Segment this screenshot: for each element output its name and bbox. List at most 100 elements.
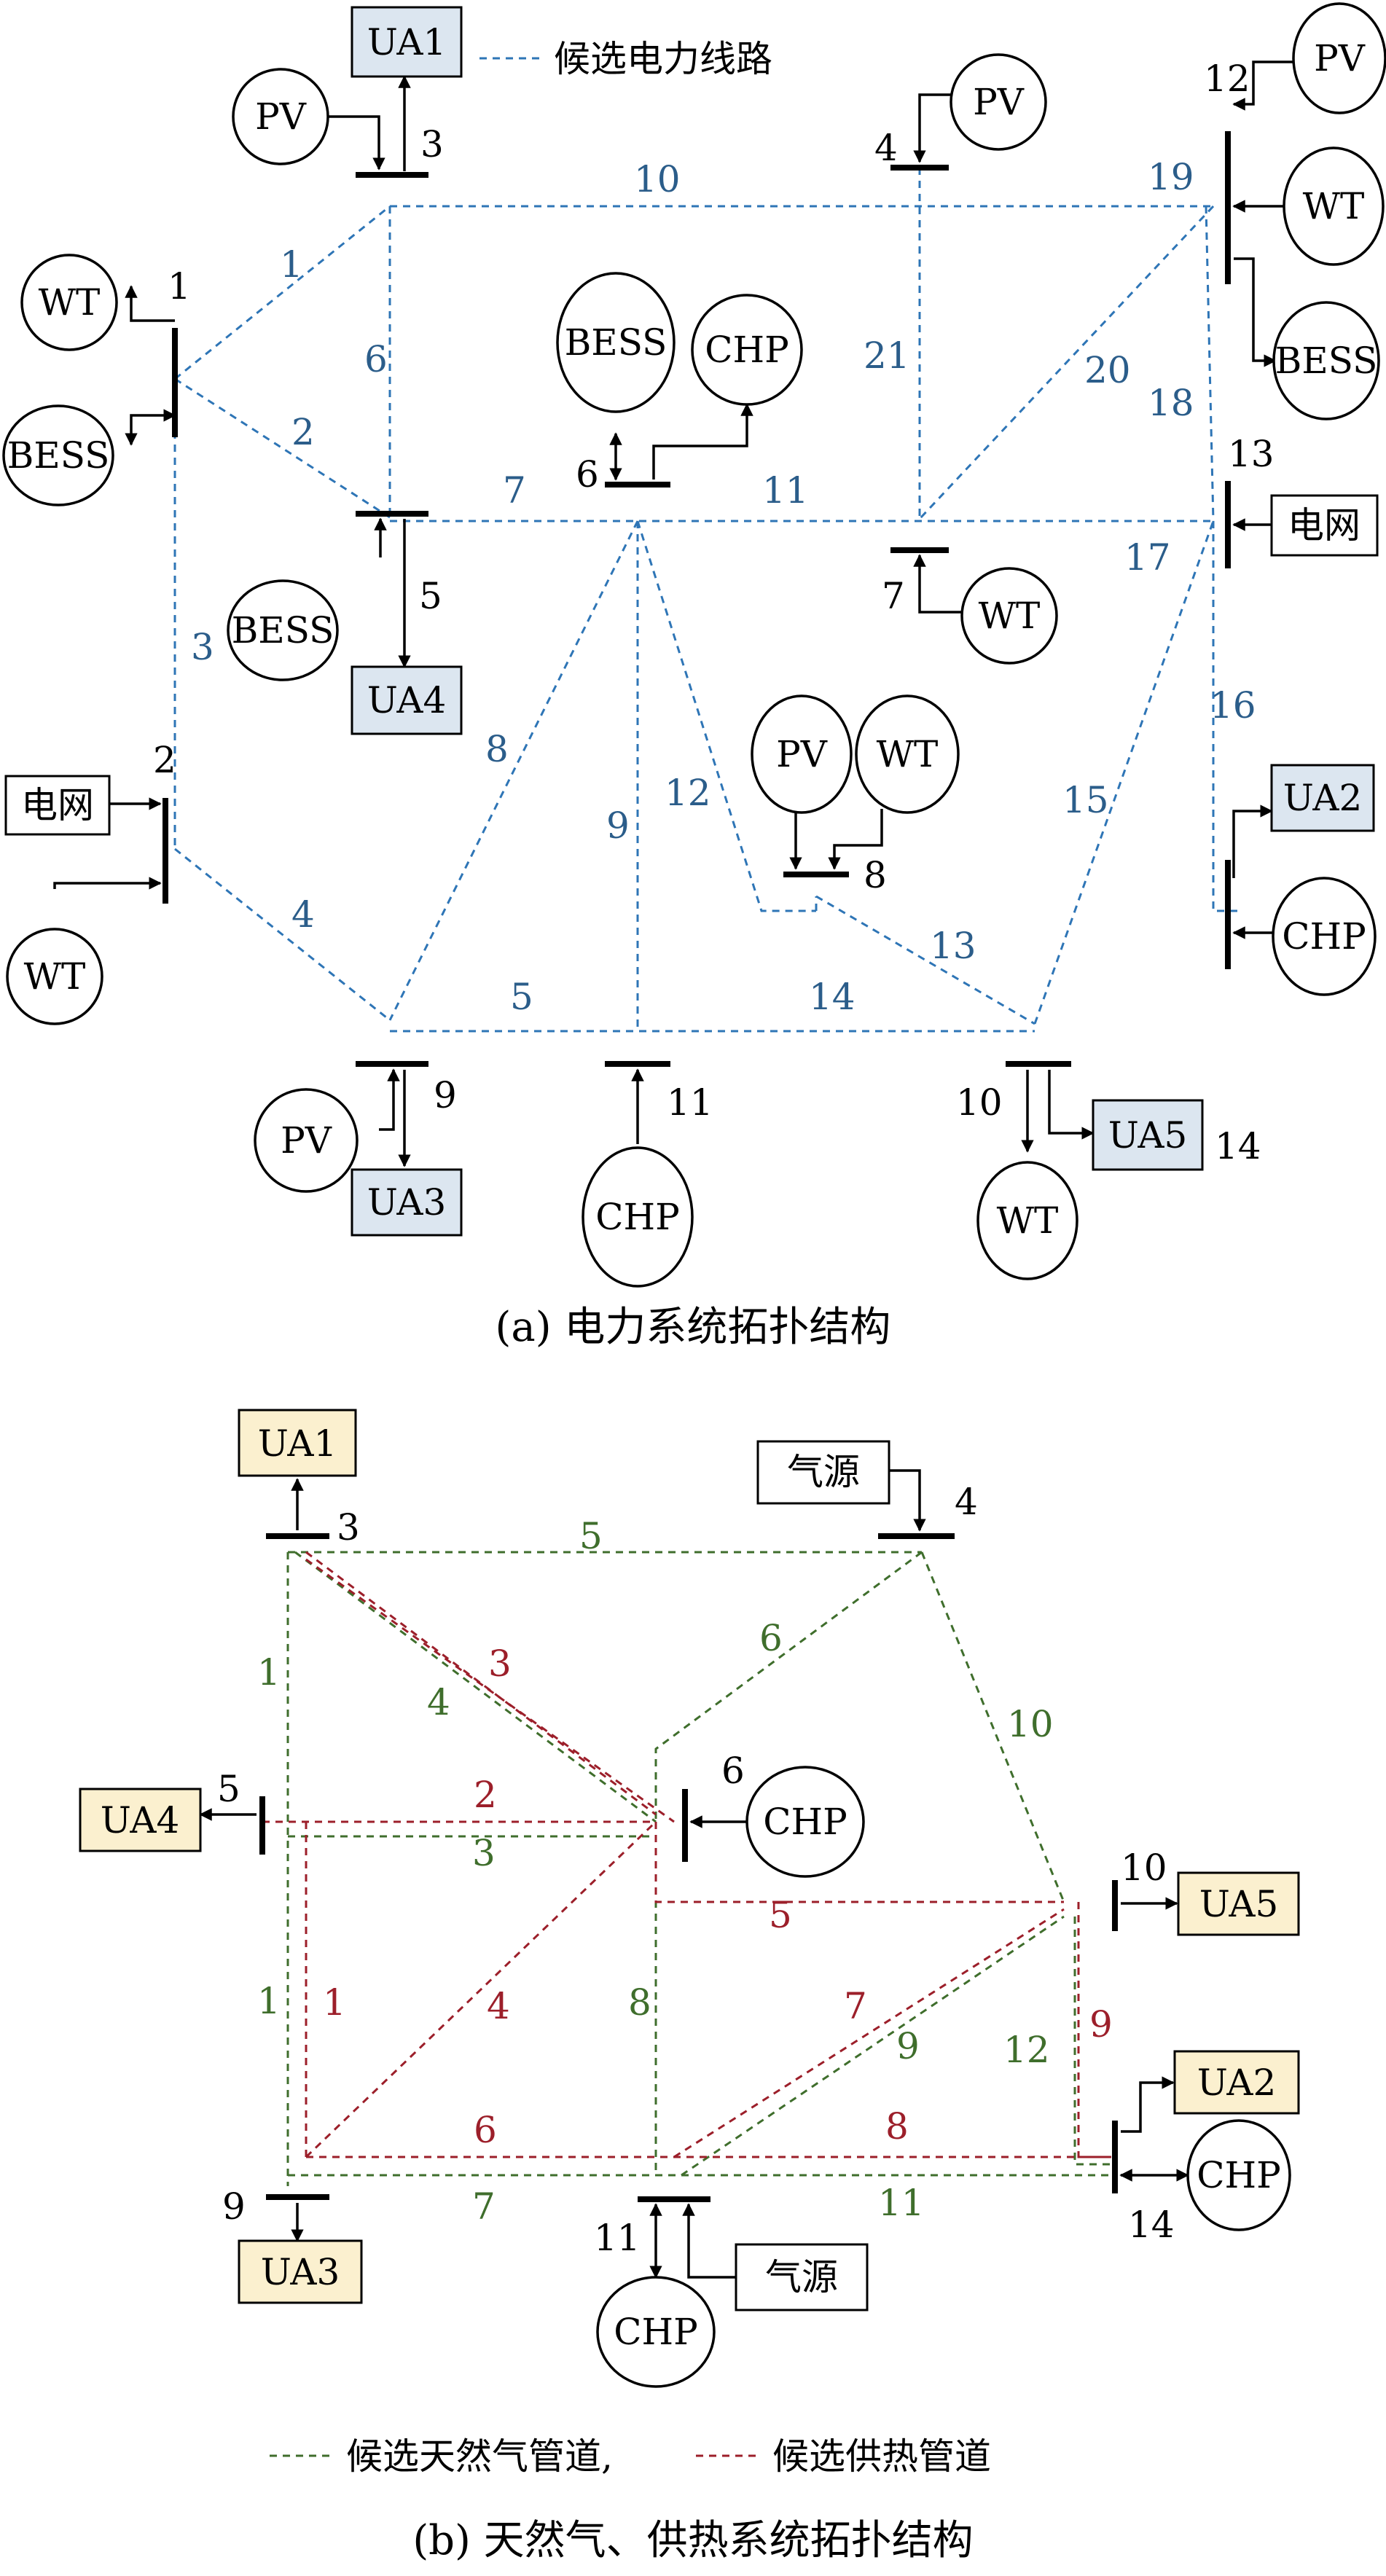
svg-text:UA2: UA2 [1283,777,1363,819]
line-label-9: 9 [606,804,630,847]
ua5-electric: UA5 [1092,1099,1204,1171]
svg-text:PV: PV [776,733,828,775]
svg-text:UA1: UA1 [367,21,447,63]
wt-node12: WT [1283,146,1385,266]
svg-text:WT: WT [24,955,86,998]
legend-gas-pipe: 候选天然气管道, [346,2435,613,2478]
gas-label-5: 5 [579,1515,603,1557]
gh-node-14: 14 [1128,2204,1175,2246]
node-5: 5 [419,575,442,617]
candidate-gas-pipes [286,1551,1111,2186]
gh-node-5: 5 [217,1768,240,1810]
bess-node1: BESS [2,404,114,506]
gh-node-3: 3 [337,1506,360,1549]
line-label-1: 1 [280,243,303,286]
svg-text:电网: 电网 [1288,504,1360,547]
grid-node2: 电网 [4,775,111,836]
node-14: 14 [1215,1125,1261,1167]
svg-text:WT: WT [39,281,101,324]
node-11: 11 [667,1081,713,1124]
node-6: 6 [576,453,599,496]
chp-node14: CHP [1272,877,1377,996]
line-label-18: 18 [1148,382,1194,424]
gas-heat-buses [259,1533,1118,2202]
legend-heat-pipe: 候选供热管道 [772,2435,991,2478]
svg-text:PV: PV [973,81,1025,123]
heat-label-9: 9 [1089,2003,1113,2045]
svg-text:气源: 气源 [765,2256,838,2298]
heat-label-7: 7 [844,1985,867,2027]
node-8: 8 [864,854,887,896]
gas-label-2-alt: 1 [257,1980,281,2022]
chp-node6: CHP [691,294,803,406]
wt-node2: WT [6,928,103,1025]
heat-pipe-labels: 1 2 3 4 5 6 7 8 9 [323,1643,1113,2151]
electric-legend: 候选电力线路 [479,38,772,80]
pv-node4: PV [950,53,1047,151]
line-label-20: 20 [1084,349,1131,391]
svg-text:气源: 气源 [787,1451,860,1493]
gas-label-3: 3 [472,1832,496,1874]
svg-text:电网: 电网 [21,784,94,826]
svg-text:WT: WT [1303,185,1365,227]
ua4-electric: UA4 [351,665,463,735]
gh-node-11: 11 [594,2217,641,2259]
node-9: 9 [434,1074,457,1116]
legend-electric-line: 候选电力线路 [554,38,772,80]
gas-label-11: 11 [878,2182,925,2224]
wt-node7: WT [960,567,1058,665]
gas-label-10: 10 [1007,1703,1054,1745]
electric-devices: WT BESS 电网 WT PV UA1 PV BESS UA4 BESS CH… [2,2,1386,1288]
electric-node-numbers: 1 2 3 4 5 6 7 8 9 10 11 12 13 14 [153,58,1275,1167]
ua5-gas-heat: UA5 [1177,1871,1300,1936]
gh-node-6: 6 [721,1750,745,1792]
line-label-16: 16 [1210,684,1256,727]
gas-label-9: 9 [896,2025,920,2067]
electric-buses [163,131,1231,1067]
node-4: 4 [874,127,898,169]
pv-node9: PV [254,1088,359,1193]
line-label-14: 14 [809,976,856,1018]
candidate-heat-pipes [262,1551,1111,2158]
wt-node8: WT [855,694,960,814]
node-12: 12 [1204,58,1250,100]
gas-label-8: 8 [628,1981,651,2024]
gas-label-12: 12 [1003,2029,1050,2071]
node-10: 10 [956,1081,1003,1124]
node-3: 3 [420,123,444,165]
heat-label-8: 8 [885,2105,909,2148]
svg-text:BESS: BESS [232,609,334,651]
svg-text:BESS: BESS [1275,340,1378,382]
wt-node1: WT [20,254,118,351]
svg-text:UA2: UA2 [1197,2062,1277,2104]
gas-label-1: 1 [257,1651,281,1694]
chp-node11: CHP [582,1146,694,1288]
ua1-electric: UA1 [351,6,463,78]
svg-text:UA4: UA4 [101,1799,180,1841]
gas-heat-diagram: 1 1 4 3 5 6 7 8 9 10 11 12 1 2 3 4 5 6 7… [79,1409,1300,2564]
heat-label-5: 5 [769,1894,792,1936]
svg-text:CHP: CHP [614,2311,698,2353]
gas-source-node4: 气源 [756,1440,890,1505]
line-label-8: 8 [485,728,509,770]
heat-label-4: 4 [487,1985,510,2027]
line-label-15: 15 [1062,779,1109,821]
pv-node12: PV [1292,2,1386,114]
power-line-labels: 1 2 3 4 5 6 7 8 9 10 11 12 13 14 15 16 1… [191,156,1256,1018]
wt-node10: WT [976,1161,1078,1280]
svg-text:CHP: CHP [705,329,789,371]
line-label-21: 21 [864,334,910,377]
heat-label-6: 6 [474,2109,497,2151]
bess-node5: BESS [227,579,339,681]
electric-device-wires [53,60,1293,1167]
electric-diagram: 候选电力线路 1 2 3 4 5 6 7 8 9 10 11 12 13 [2,2,1386,1351]
pv-node8: PV [751,694,853,814]
gas-source-node11: 气源 [735,2243,869,2311]
line-label-5: 5 [510,976,533,1018]
line-label-19: 19 [1148,156,1194,198]
svg-text:WT: WT [997,1199,1059,1242]
gas-heat-device-wires [199,1469,1189,2279]
svg-text:UA3: UA3 [367,1181,447,1224]
chp-node14-gh: CHP [1186,2119,1291,2231]
svg-text:CHP: CHP [595,1196,680,1238]
